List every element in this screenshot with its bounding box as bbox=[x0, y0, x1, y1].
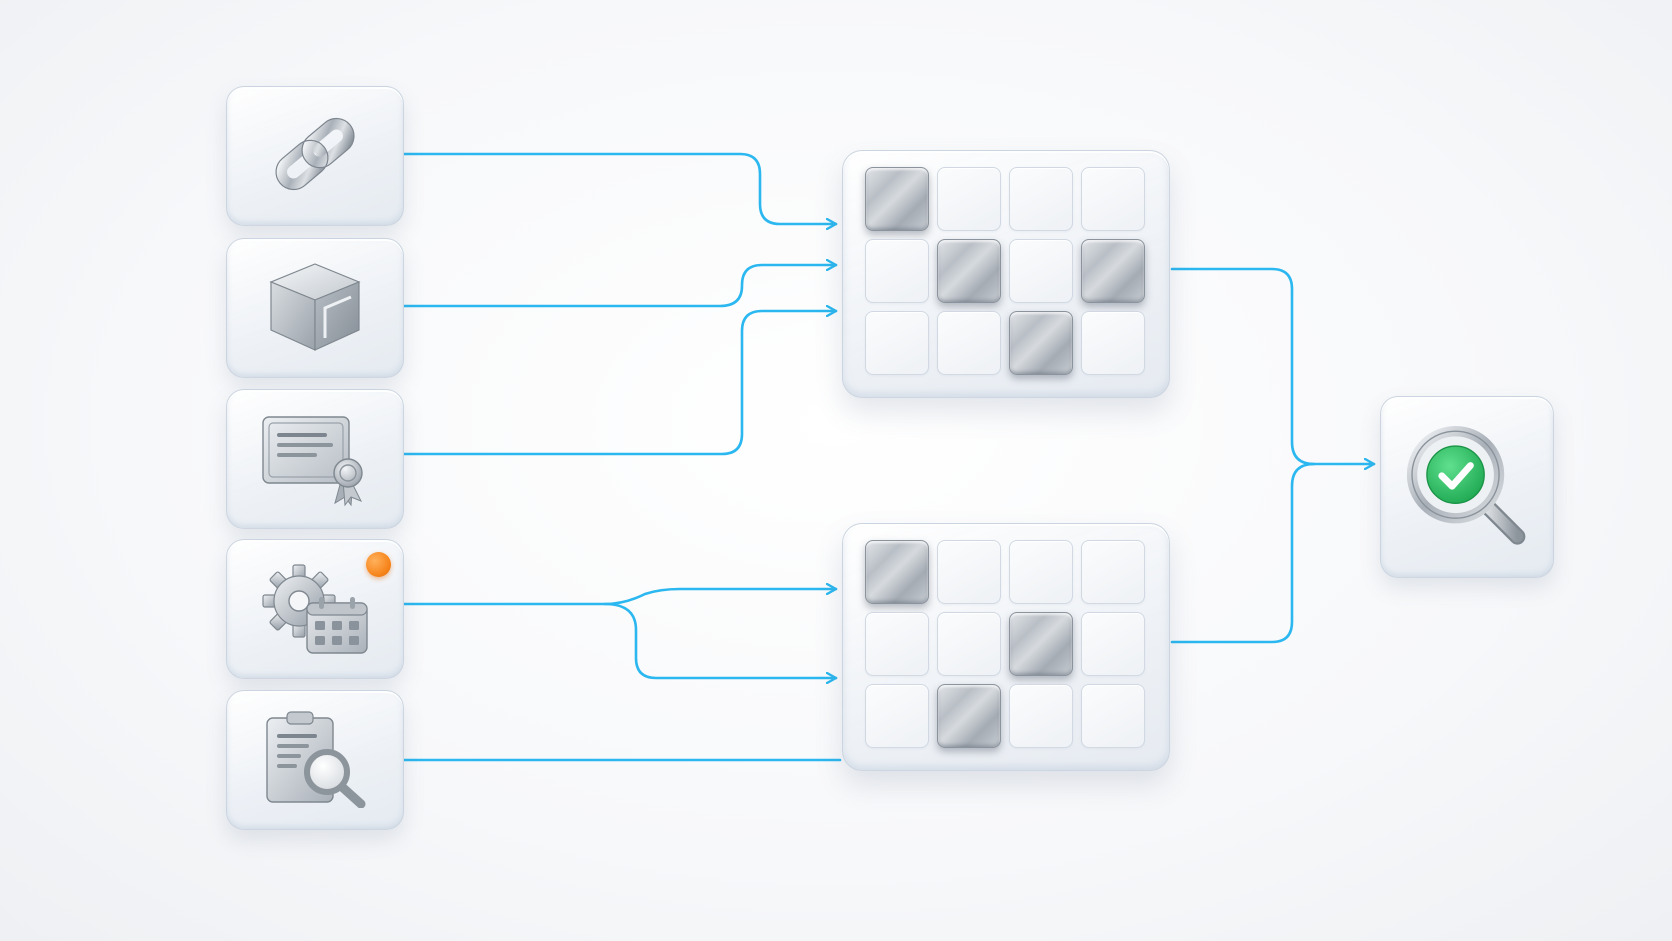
board-cell bbox=[1081, 612, 1145, 676]
board-cell bbox=[937, 612, 1001, 676]
board-cell bbox=[937, 311, 1001, 375]
board-cell bbox=[1009, 239, 1073, 303]
board-cell bbox=[1081, 540, 1145, 604]
board-cell-filled bbox=[1009, 311, 1073, 375]
board-cell bbox=[1081, 684, 1145, 748]
output-tile-verify[interactable] bbox=[1380, 396, 1554, 578]
notification-badge bbox=[366, 552, 391, 577]
board-bottom bbox=[842, 523, 1170, 771]
board-top-grid bbox=[865, 167, 1147, 375]
cube-icon bbox=[255, 256, 375, 360]
board-cell bbox=[1009, 167, 1073, 231]
certificate-icon bbox=[255, 407, 375, 511]
board-cell-filled bbox=[865, 167, 929, 231]
input-tile-audit[interactable] bbox=[226, 690, 404, 830]
input-tile-link[interactable] bbox=[226, 86, 404, 226]
board-cell bbox=[865, 239, 929, 303]
board-cell bbox=[865, 311, 929, 375]
board-cell bbox=[937, 540, 1001, 604]
board-cell-filled bbox=[1081, 239, 1145, 303]
board-cell bbox=[1081, 167, 1145, 231]
board-bottom-grid bbox=[865, 540, 1147, 748]
gear-calendar-icon bbox=[255, 557, 375, 661]
connector-bottom-to-verify bbox=[1170, 462, 1316, 644]
magnifier-check-icon bbox=[1398, 422, 1536, 552]
input-tile-schedule[interactable] bbox=[226, 539, 404, 679]
board-cell bbox=[1009, 684, 1073, 748]
connector-link-to-top bbox=[402, 152, 838, 224]
board-cell-filled bbox=[1009, 612, 1073, 676]
connector-top-to-verify bbox=[1170, 267, 1376, 464]
board-cell-filled bbox=[937, 684, 1001, 748]
connector-certificate-to-top bbox=[402, 311, 838, 456]
input-tile-certificate[interactable] bbox=[226, 389, 404, 529]
clipboard-search-icon bbox=[255, 708, 375, 812]
board-top bbox=[842, 150, 1170, 398]
chain-link-icon bbox=[255, 104, 375, 208]
board-cell bbox=[865, 684, 929, 748]
board-cell-filled bbox=[937, 239, 1001, 303]
connector-schedule-to-bottom-upper bbox=[402, 589, 838, 606]
board-cell bbox=[1081, 311, 1145, 375]
board-cell-filled bbox=[865, 540, 929, 604]
input-tile-cube[interactable] bbox=[226, 238, 404, 378]
board-cell bbox=[937, 167, 1001, 231]
connector-schedule-to-bottom-lower bbox=[603, 602, 838, 678]
board-cell bbox=[1009, 540, 1073, 604]
connector-cube-to-top bbox=[402, 265, 838, 308]
board-cell bbox=[865, 612, 929, 676]
